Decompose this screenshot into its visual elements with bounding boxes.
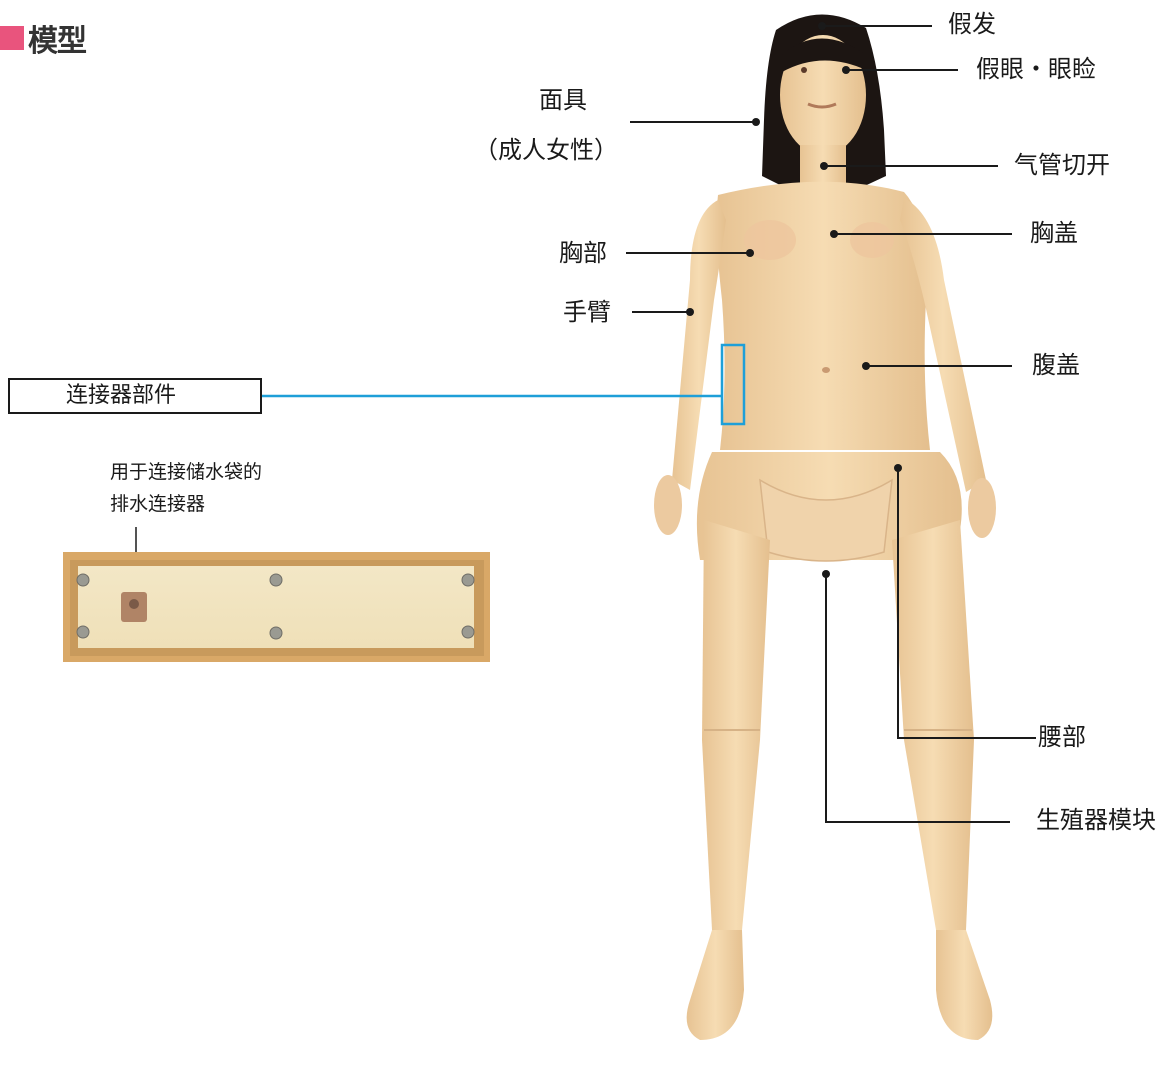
connector-note-line1: 用于连接储水袋的: [110, 456, 262, 488]
connector-note-line2: 排水连接器: [110, 488, 262, 520]
label-arm: 手臂: [563, 292, 611, 327]
label-mask: 面具: [539, 80, 587, 115]
connector-label-box: 连接器部件: [8, 378, 262, 414]
label-tracheotomy: 气管切开: [1014, 145, 1110, 180]
label-abdomen-cover: 腹盖: [1032, 345, 1080, 380]
label-waist: 腰部: [1038, 717, 1086, 752]
label-eyes: 假眼・眼睑: [976, 49, 1096, 84]
connector-note: 用于连接储水袋的 排水连接器: [110, 456, 262, 520]
connector-highlight: [262, 345, 744, 424]
label-chest-cover: 胸盖: [1030, 213, 1078, 248]
label-wig: 假发: [948, 4, 996, 39]
label-mask-subtitle: （成人女性）: [474, 130, 618, 165]
label-chest: 胸部: [559, 233, 607, 268]
label-genital-module: 生殖器模块: [1036, 800, 1156, 835]
connector-photo: [63, 552, 490, 662]
